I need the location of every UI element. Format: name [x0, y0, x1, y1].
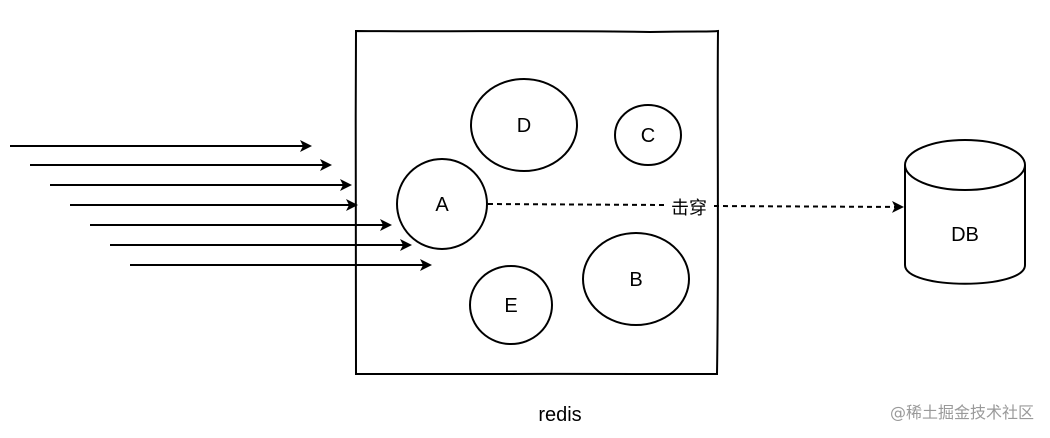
request-arrows [10, 140, 432, 271]
cache-key-a [396, 158, 488, 250]
cache-key-d [470, 78, 578, 172]
redis-caption: redis [538, 404, 581, 426]
cache-key-c [614, 104, 682, 166]
breakdown-edge [487, 203, 665, 206]
breakdown-edge-continued [713, 200, 904, 213]
cache-key-b-label: B [629, 269, 642, 291]
database-icon [904, 139, 1026, 285]
breakdown-label: 击穿 [671, 198, 707, 218]
cache-key-b [582, 232, 690, 326]
database-label: DB [951, 224, 979, 246]
cache-key-a-label: A [435, 194, 449, 216]
cache-key-c-label: C [641, 125, 655, 147]
cache-key-e [469, 265, 553, 345]
redis-container [354, 29, 720, 376]
cache-key-d-label: D [517, 115, 531, 137]
cache-key-e-label: E [504, 295, 517, 317]
watermark: @稀土掘金技术社区 [890, 403, 1034, 422]
